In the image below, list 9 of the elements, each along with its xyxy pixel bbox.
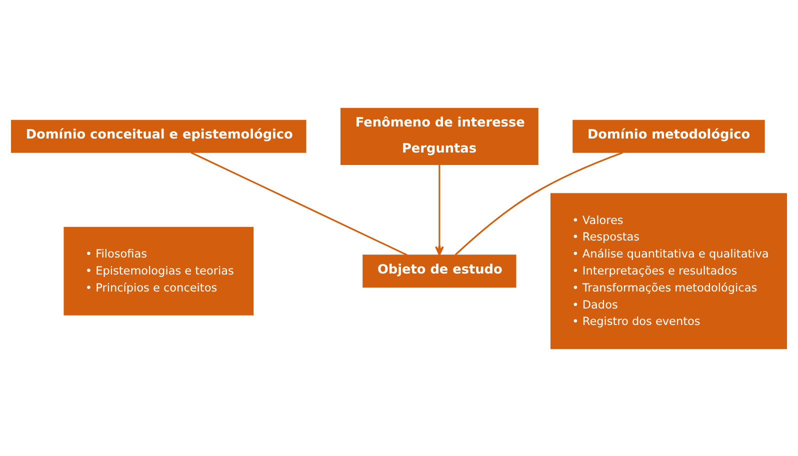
node-box: Domínio conceitual e epistemológico (11, 119, 306, 152)
node-box: Domínio metodológico (572, 119, 765, 152)
node-box: • Valores • Respostas • Análise quantitativa e qualitativa • Interpretações e resultados • Transformações metodológicas • Dados • Registro dos eventos (550, 192, 787, 349)
connector (190, 151, 408, 256)
node-box: • Filosofias • Epistemologias e teorias • Princípios e conceitos (64, 226, 254, 315)
node-box: Objeto de estudo (362, 254, 516, 288)
arrow (435, 164, 444, 256)
node-box: Fenômeno de interesse Perguntas (340, 107, 538, 164)
connector (454, 151, 623, 255)
